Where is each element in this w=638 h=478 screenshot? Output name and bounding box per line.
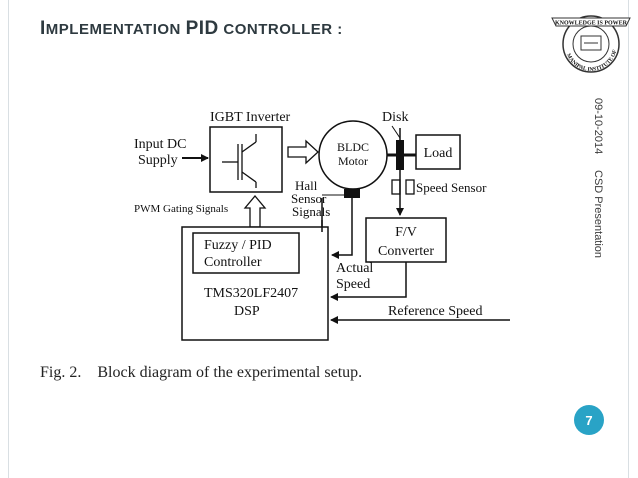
page-number: 7 <box>585 412 593 428</box>
fuzzy-pid-block <box>192 232 300 274</box>
figure-caption: Fig. 2. Block diagram of the experimenta… <box>40 364 362 382</box>
converter-label: Converter <box>378 244 434 259</box>
disk-label: Disk <box>382 110 408 125</box>
institute-logo: KNOWLEDGE IS POWER MANIPAL INSTITUTE OF … <box>548 4 631 73</box>
block-diagram: IGBT Inverter Input DC Supply BLDC Motor… <box>134 110 510 341</box>
fuzzy-label: Fuzzy / PID <box>204 238 272 253</box>
input-dc-label: Input DC <box>134 137 187 152</box>
caption-text: Block diagram of the experimental setup. <box>97 364 363 381</box>
left-frame-line <box>8 0 9 478</box>
bldc-label: BLDC <box>337 140 369 154</box>
logo-emblem <box>580 35 602 51</box>
disk-pointer <box>391 125 401 139</box>
dsp-label: DSP <box>234 304 260 319</box>
side-footer: 09-10-2014CSD Presentation <box>592 98 604 274</box>
pwm-arrow <box>243 194 267 228</box>
load-block <box>415 134 461 170</box>
dsp-model-label: TMS320LF2407 <box>204 286 298 301</box>
caption-fig-number: Fig. 2. <box>40 364 82 381</box>
igbt-inverter-block <box>209 126 283 193</box>
igbt-inverter-label: IGBT Inverter <box>210 110 291 125</box>
sensor-label: Sensor <box>291 191 327 206</box>
right-frame-line <box>628 0 629 478</box>
speed-label: Speed <box>336 277 370 292</box>
presentation-name: CSD Presentation <box>592 170 604 259</box>
pwm-label: PWM Gating Signals <box>134 203 228 215</box>
hall-signal-arrow <box>331 198 353 259</box>
title-suffix: CONTROLLER : <box>218 21 343 38</box>
signals-label: Signals <box>292 204 330 219</box>
speed-sensor-left <box>391 179 401 195</box>
actual-speed-arrow <box>330 262 407 301</box>
logo-inner-ring <box>572 25 610 63</box>
logo-ribbon <box>551 17 631 27</box>
hall-label: Hall <box>295 178 318 193</box>
controller-label: Controller <box>204 255 262 270</box>
igbt-symbol-icon <box>222 134 257 188</box>
fv-label: F/V <box>395 225 417 240</box>
logo-ribbon-text: KNOWLEDGE IS POWER <box>555 21 628 27</box>
page-number-badge: 7 <box>574 405 604 435</box>
load-label: Load <box>424 146 453 161</box>
reference-speed-label: Reference Speed <box>388 304 482 319</box>
power-arrow <box>287 139 319 165</box>
hall-sensor-block <box>344 189 360 198</box>
title-pid: PID <box>185 18 219 39</box>
slide-title: IMPLEMENTATION PID CONTROLLER : <box>40 18 343 40</box>
actual-label: Actual <box>336 261 373 276</box>
input-supply-label: Supply <box>138 153 178 168</box>
title-initial: I <box>40 18 46 39</box>
speed-sensor-label: Speed Sensor <box>416 180 487 195</box>
speed-sensor-right <box>405 179 415 195</box>
title-word: MPLEMENTATION <box>45 21 186 38</box>
motor-label: Motor <box>338 154 368 168</box>
slide-date: 09-10-2014 <box>592 98 604 155</box>
